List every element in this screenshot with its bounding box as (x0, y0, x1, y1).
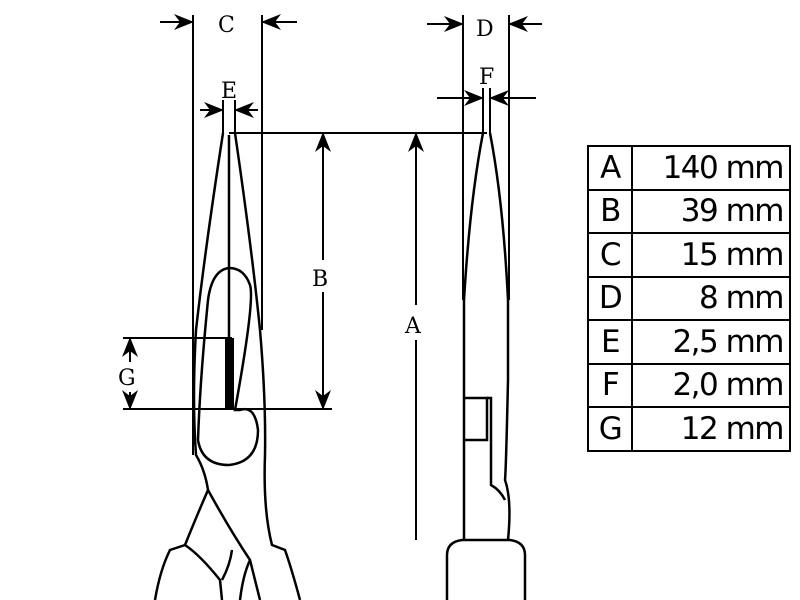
dim-value: 15 mm (631, 232, 791, 278)
pliers-front-view (153, 132, 302, 600)
dim-key: E (587, 319, 633, 365)
label-c: C (218, 13, 235, 38)
dim-value: 12 mm (631, 406, 791, 452)
dim-key: C (587, 232, 633, 278)
jaw-cutter (225, 338, 234, 408)
label-g: G (118, 366, 136, 391)
pliers-side-view (445, 132, 527, 600)
dim-value: 2,5 mm (631, 319, 791, 365)
dim-value: 140 mm (631, 145, 791, 191)
label-a: A (404, 314, 422, 339)
dim-key: B (587, 188, 633, 234)
dim-key: A (587, 145, 633, 191)
label-e: E (221, 79, 237, 104)
dim-key: F (587, 362, 633, 408)
dim-value: 2,0 mm (631, 362, 791, 408)
dim-key: G (587, 406, 633, 452)
dim-value: 39 mm (631, 188, 791, 234)
label-d: D (476, 17, 494, 42)
dim-key: D (587, 275, 633, 321)
label-f: F (479, 65, 494, 90)
label-b: B (312, 267, 328, 292)
dim-value: 8 mm (631, 275, 791, 321)
